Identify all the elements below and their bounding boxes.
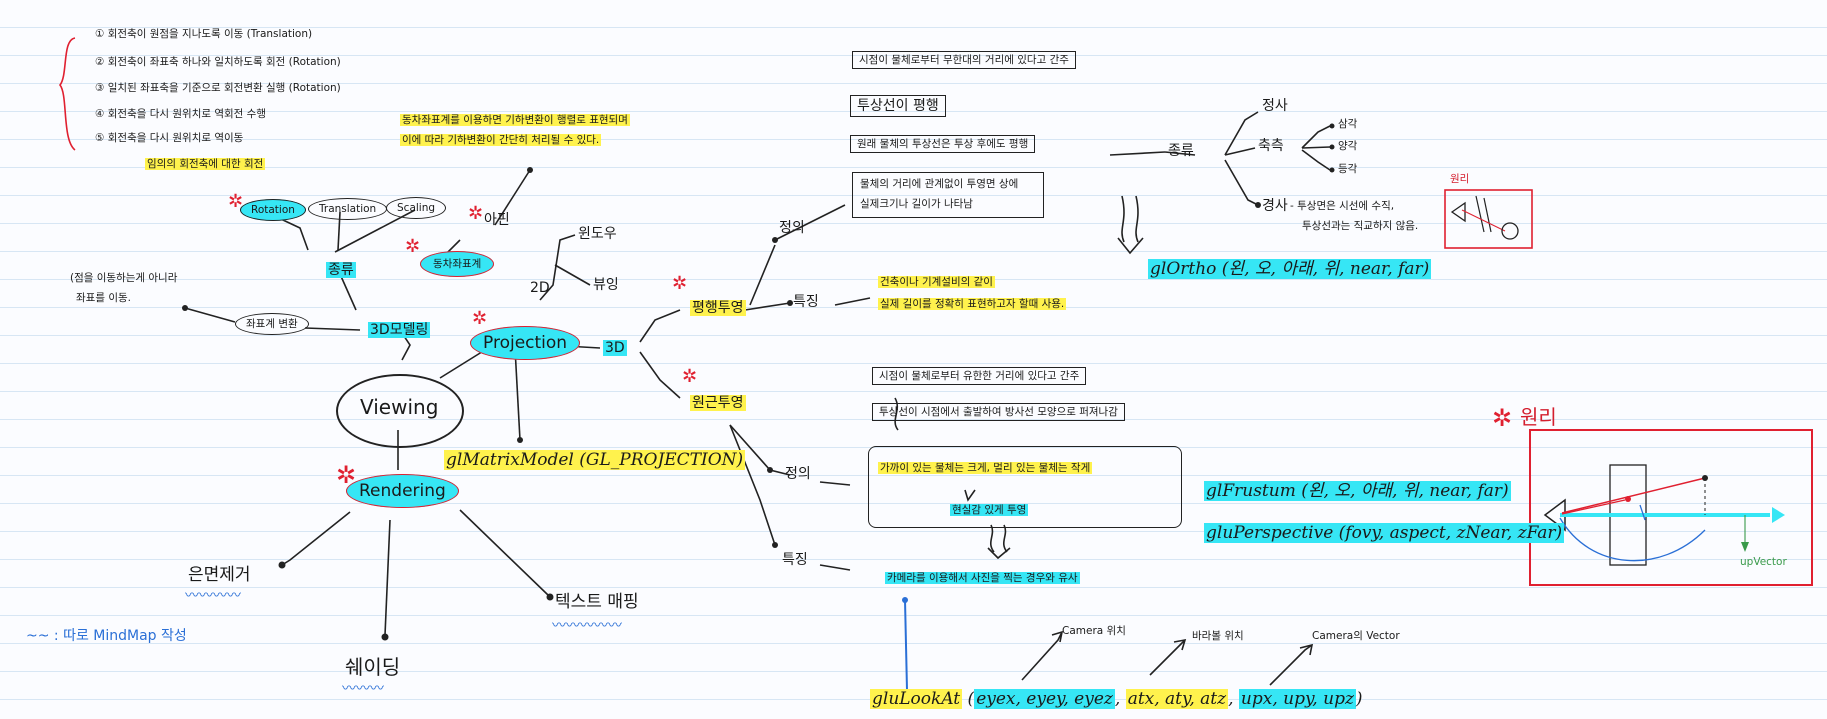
iso-node: 등각 bbox=[1338, 163, 1358, 175]
window-node: 윈도우 bbox=[578, 226, 617, 242]
up-vector-label: upVector bbox=[1740, 556, 1787, 568]
list-item: ⑤ 회전축을 다시 원위치로 역이동 bbox=[95, 132, 244, 144]
parallel-def-box: 투상선이 평행 bbox=[850, 95, 946, 117]
feature-label: 특징 bbox=[793, 294, 819, 310]
parallel-def-box: 시점이 물체로부터 무한대의 거리에 있다고 간주 bbox=[852, 51, 1076, 69]
parallel-def-box: 원래 물체의 투상선은 투상 후에도 평행 bbox=[850, 135, 1036, 153]
coord-note: 좌표를 이동. bbox=[76, 292, 131, 304]
d3-label: 3D bbox=[603, 340, 627, 356]
principle-label-big: 원리 bbox=[1520, 405, 1557, 429]
oblique-desc: 투상선과는 직교하지 않음. bbox=[1302, 220, 1419, 232]
definition-label: 정의 bbox=[779, 220, 805, 236]
parallel-feature-text: 실제 길이를 정확히 표현하고자 할때 사용. bbox=[878, 298, 1067, 310]
viewing-node bbox=[336, 374, 464, 448]
parallel-def-text: 물체의 거리에 관계없이 투영면 상에 bbox=[860, 178, 1019, 190]
axo-node: 축측 bbox=[1258, 138, 1284, 154]
homogeneous-node: 동차좌표계 bbox=[420, 251, 495, 277]
feature-label: 특징 bbox=[782, 552, 808, 568]
perspective-def-box bbox=[868, 446, 1182, 528]
shading-node: 쉐이딩 bbox=[345, 655, 401, 679]
coord-note: (점을 이동하는게 아니라 bbox=[70, 272, 178, 284]
wavy-underline: 〰〰〰〰〰 bbox=[552, 618, 622, 634]
viewing-node-2: 뷰잉 bbox=[593, 277, 619, 293]
parallel-size-box bbox=[852, 172, 1044, 218]
perspective-def-box: 시점이 물체로부터 유한한 거리에 있다고 간주 bbox=[872, 367, 1087, 385]
mindmap-note: ~~ : 따로 MindMap 작성 bbox=[26, 628, 187, 644]
camera-vector-label: Camera의 Vector bbox=[1312, 630, 1400, 642]
star-icon: ✲ bbox=[405, 236, 421, 257]
list-item: ① 회전축이 원점을 지나도록 이동 (Translation) bbox=[95, 28, 313, 40]
oblique-node: 경사 bbox=[1262, 198, 1288, 214]
glulookat-up: upx, upy, upz bbox=[1238, 689, 1356, 709]
glulookat-call: gluLookAt (eyex, eyey, eyez, atx, aty, a… bbox=[870, 689, 1363, 709]
definition-label: 정의 bbox=[785, 466, 811, 482]
glfrustum-call: glFrustum (왼, 오, 아래, 위, near, far) bbox=[1204, 481, 1511, 501]
perspective-feature-text: 카메라를 이용해서 사진을 찍는 경우와 유사 bbox=[885, 572, 1080, 584]
homogeneous-note: 동차좌표계를 이용하면 기하변환이 행렬로 표현되며 bbox=[400, 114, 630, 126]
target-position-label: 바라볼 위치 bbox=[1192, 630, 1244, 642]
affine-label: 아핀 bbox=[484, 212, 510, 228]
parallel-feature-text: 건축이나 기계설비의 같이 bbox=[878, 276, 995, 288]
camera-position-label: Camera 위치 bbox=[1062, 625, 1126, 637]
list-item: ② 회전축이 좌표축 하나와 일치하도록 회전 (Rotation) bbox=[95, 56, 341, 68]
d2-label: 2D bbox=[530, 280, 550, 296]
star-icon: ✲ bbox=[228, 191, 244, 212]
homogeneous-note: 이에 따라 기하변환이 간단히 처리될 수 있다. bbox=[400, 134, 602, 146]
viewing-label: Viewing bbox=[360, 395, 439, 419]
star-icon: ✲ bbox=[468, 203, 484, 224]
parallel-def-text: 실제크기나 길이가 나타남 bbox=[860, 198, 973, 210]
wavy-underline: 〰〰〰〰 bbox=[185, 588, 241, 604]
translation-node: Translation bbox=[308, 198, 388, 220]
ortho-node: 정사 bbox=[1262, 98, 1288, 114]
kinds-label-2: 종류 bbox=[1168, 143, 1194, 159]
glulookat-at: atx, aty, atz bbox=[1125, 689, 1229, 709]
iso-node: 삼각 bbox=[1338, 118, 1358, 130]
arbitrary-axis-label: 임의의 회전축에 대한 회전 bbox=[145, 158, 266, 170]
glortho-call: glOrtho (왼, 오, 아래, 위, near, far) bbox=[1148, 259, 1432, 279]
principle-label-small: 원리 bbox=[1450, 173, 1470, 185]
iso-node: 양각 bbox=[1338, 140, 1358, 152]
glulookat-function: gluLookAt bbox=[870, 689, 963, 709]
gluperspective-call: gluPerspective (fovy, aspect, zNear, zFa… bbox=[1204, 523, 1565, 543]
star-icon: ✲ bbox=[672, 273, 688, 294]
scaling-node: Scaling bbox=[386, 197, 447, 219]
hidden-surface-node: 은면제거 bbox=[188, 565, 251, 585]
glulookat-eye: eyex, eyey, eyez bbox=[974, 689, 1115, 709]
projection-node: Projection bbox=[470, 326, 581, 360]
oblique-desc: - 투상면은 시선에 수직, bbox=[1290, 200, 1395, 212]
rotation-node: Rotation bbox=[240, 199, 306, 221]
texture-mapping-node: 텍스트 매핑 bbox=[555, 592, 639, 612]
perspective-def-text: 가까이 있는 물체는 크게, 멀리 있는 물체는 작게 bbox=[878, 462, 1093, 474]
modeling-3d-node: 3D모델링 bbox=[368, 322, 431, 338]
kinds-label: 종류 bbox=[326, 262, 356, 278]
list-item: ④ 회전축을 다시 원위치로 역회전 수행 bbox=[95, 108, 267, 120]
perspective-def-text: 현실감 있게 투영 bbox=[950, 504, 1029, 516]
glmatrix-call: glMatrixModel (GL_PROJECTION) bbox=[444, 450, 746, 470]
rendering-node: Rendering bbox=[346, 474, 459, 508]
coord-transform-node: 좌표계 변환 bbox=[235, 313, 309, 335]
perspective-projection-node: 원근투영 bbox=[690, 395, 746, 411]
star-icon: ✲ bbox=[682, 366, 698, 387]
perspective-def-box: 투상선이 시점에서 출발하여 방사선 모양으로 퍼져나감 bbox=[872, 403, 1125, 421]
star-icon: ✲ bbox=[1492, 404, 1513, 432]
star-icon: ✲ bbox=[472, 308, 488, 329]
parallel-projection-node: 평행투영 bbox=[690, 300, 746, 316]
wavy-underline: 〰〰〰 bbox=[342, 681, 384, 697]
star-icon: ✲ bbox=[336, 461, 357, 489]
list-item: ③ 일치된 좌표축을 기준으로 회전변환 실행 (Rotation) bbox=[95, 82, 341, 94]
